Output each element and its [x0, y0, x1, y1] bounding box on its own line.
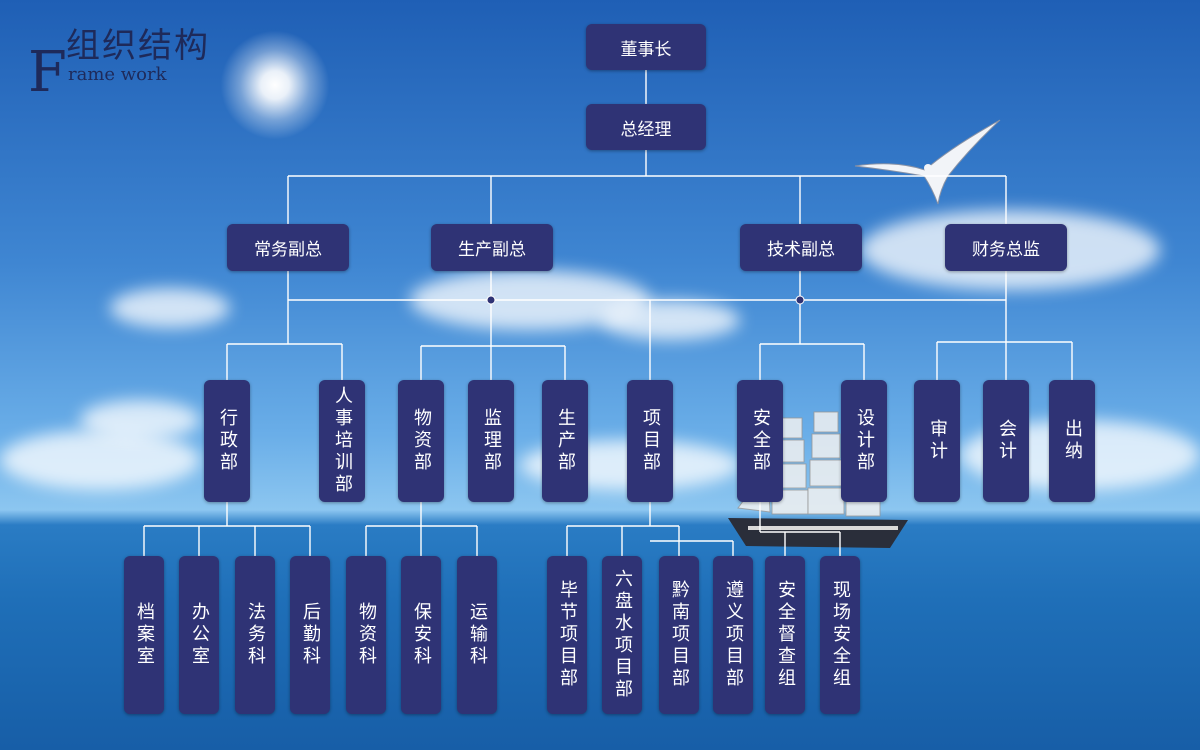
node-section: 后勤科: [290, 556, 330, 714]
node-department: 物资部: [398, 380, 444, 502]
node-general-manager: 总经理: [586, 104, 706, 150]
node-section: 物资科: [346, 556, 386, 714]
node-section: 档案室: [124, 556, 164, 714]
node-department: 人事培训部: [319, 380, 365, 502]
node-section: 安全督查组: [765, 556, 805, 714]
node-department: 行政部: [204, 380, 250, 502]
node-chairman: 董事长: [586, 24, 706, 70]
node-section: 保安科: [401, 556, 441, 714]
node-department: 会计: [983, 380, 1029, 502]
node-section: 黔南项目部: [659, 556, 699, 714]
node-section: 六盘水项目部: [602, 556, 642, 714]
node-vp: 常务副总: [227, 224, 349, 271]
node-section: 现场安全组: [820, 556, 860, 714]
node-vp: 财务总监: [945, 224, 1067, 271]
node-department: 安全部: [737, 380, 783, 502]
node-vp: 技术副总: [740, 224, 862, 271]
node-department: 审计: [914, 380, 960, 502]
node-department: 生产部: [542, 380, 588, 502]
node-department: 监理部: [468, 380, 514, 502]
node-section: 毕节项目部: [547, 556, 587, 714]
node-department: 项目部: [627, 380, 673, 502]
node-section: 遵义项目部: [713, 556, 753, 714]
node-section: 办公室: [179, 556, 219, 714]
junction-dot: [487, 296, 495, 304]
node-section: 法务科: [235, 556, 275, 714]
node-department: 出纳: [1049, 380, 1095, 502]
node-section: 运输科: [457, 556, 497, 714]
junction-dot: [796, 296, 804, 304]
node-department: 设计部: [841, 380, 887, 502]
node-vp: 生产副总: [431, 224, 553, 271]
